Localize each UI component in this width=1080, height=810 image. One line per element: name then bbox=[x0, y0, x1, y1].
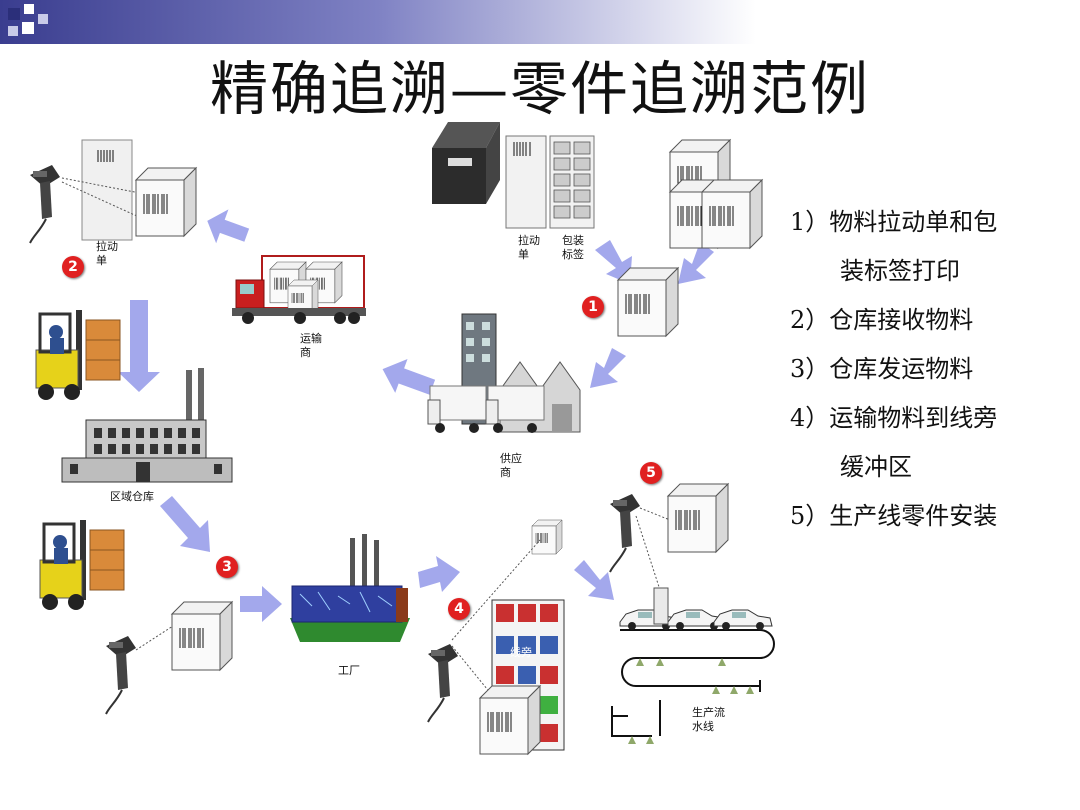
step-item-continued: 装标签打印 bbox=[840, 257, 960, 285]
arrow-to-supplier bbox=[590, 348, 626, 388]
arrow-to-warehouse-receipt bbox=[207, 209, 250, 244]
labeled-box-icon bbox=[617, 267, 679, 337]
arrow-pull-slip-down bbox=[595, 240, 632, 284]
arrow-label-down bbox=[678, 242, 714, 284]
title-banner bbox=[0, 0, 1080, 44]
line-side-label: 线旁 bbox=[510, 646, 532, 659]
barcode-label-icon bbox=[531, 519, 563, 555]
step-badge-2: 2 bbox=[62, 256, 84, 278]
package-label-label: 包装标签 bbox=[562, 234, 584, 261]
forklift-icon bbox=[34, 308, 122, 402]
carrier-label: 运输商 bbox=[300, 332, 322, 359]
step-item-continued: 缓冲区 bbox=[840, 453, 912, 481]
package-box-icon bbox=[135, 167, 197, 237]
scanner-icon bbox=[609, 493, 641, 573]
supplier-factory-icon bbox=[427, 313, 581, 433]
pull-slip-label: 拉动单 bbox=[518, 234, 540, 261]
arrow-to-step3 bbox=[160, 496, 210, 552]
supplier-label: 供应商 bbox=[500, 452, 522, 479]
pull-slip-barcode bbox=[97, 150, 114, 162]
corner-decoration bbox=[8, 4, 48, 36]
step-badge-5: 5 bbox=[640, 462, 662, 484]
package-box-icon bbox=[479, 685, 541, 755]
steps-legend: 1）物料拉动单和包 装标签打印 2）仓库接收物料 3）仓库发运物料 4）运输物料… bbox=[790, 198, 997, 541]
stacked-boxes-icon bbox=[669, 139, 763, 249]
car-icon bbox=[713, 609, 773, 631]
scanner-icon bbox=[105, 635, 137, 715]
package-box-icon bbox=[171, 601, 233, 671]
arrow-to-carrier bbox=[382, 359, 436, 395]
step-badge-3: 3 bbox=[216, 556, 238, 578]
warehouse-label: 区域仓库 bbox=[110, 490, 154, 503]
step-item: 1）物料拉动单和包 bbox=[790, 208, 998, 236]
production-line-icon bbox=[611, 629, 775, 737]
pull-slip-label: 拉动单 bbox=[96, 240, 118, 267]
warehouse-building-icon bbox=[61, 368, 233, 483]
step-item: 5）生产线零件安装 bbox=[790, 502, 998, 530]
step-item: 2）仓库接收物料 bbox=[790, 306, 974, 334]
hanging-part-icon bbox=[653, 587, 669, 625]
arrow-to-step4 bbox=[418, 556, 460, 592]
production-line-label: 生产流水线 bbox=[692, 706, 725, 733]
arrow-down-to-warehouse bbox=[118, 300, 160, 392]
step-badge-1: 1 bbox=[582, 296, 604, 318]
forklift-icon bbox=[38, 518, 126, 612]
package-box-icon bbox=[667, 483, 729, 553]
arrow-to-step5 bbox=[574, 560, 614, 600]
step-item: 4）运输物料到线旁 bbox=[790, 404, 998, 432]
label-printer-icon bbox=[432, 122, 500, 204]
factory-building-icon bbox=[290, 534, 410, 642]
arrow-to-factory bbox=[240, 586, 282, 622]
page-title: 精确追溯—零件追溯范例 bbox=[209, 55, 870, 123]
scanner-icon bbox=[427, 643, 459, 723]
step-item: 3）仓库发运物料 bbox=[790, 355, 974, 383]
scanner-icon bbox=[29, 164, 61, 244]
flow-arrows bbox=[118, 209, 714, 622]
carrier-truck-icon bbox=[232, 255, 366, 324]
factory-label: 工厂 bbox=[338, 664, 360, 677]
step-badge-4: 4 bbox=[448, 598, 470, 620]
